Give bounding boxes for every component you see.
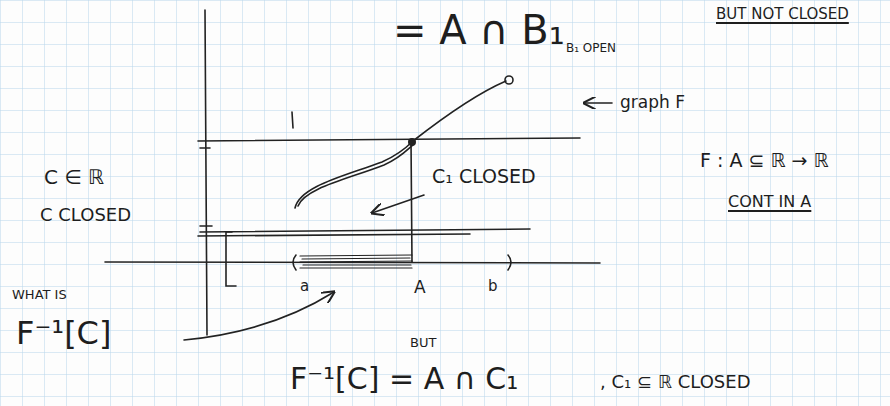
c-bracket (226, 232, 236, 286)
note-text: F : A ⊆ ℝ → ℝ (700, 150, 829, 171)
note-text: C CLOSED (40, 205, 131, 225)
graph-curve-overstroke (298, 144, 414, 206)
hatching (300, 255, 412, 268)
c-ticks (200, 148, 212, 226)
note-text: = A ∩ B₁ (393, 8, 565, 52)
interval-brackets (293, 255, 511, 270)
note-text: WHAT IS (12, 288, 67, 302)
note-text: A (414, 278, 426, 297)
note-text: F⁻¹[C] (16, 316, 111, 351)
y-axis (205, 10, 207, 335)
note-text: F⁻¹[C] = A ∩ C₁ (290, 362, 518, 395)
c-lower-line-2 (198, 234, 470, 236)
note-text: BUT (410, 336, 436, 350)
note-text: graph F (620, 93, 685, 112)
note-text: C ∈ ℝ (44, 166, 104, 188)
graph-pointer (584, 102, 612, 104)
intersection-dot (408, 138, 416, 146)
note-text: a (300, 278, 309, 295)
c-lower-line (200, 229, 530, 232)
graph-curve (295, 81, 506, 208)
c1-pointer (372, 195, 424, 213)
tick (292, 112, 293, 128)
preimage-pointer (184, 292, 334, 340)
note-text: , C₁ ⊆ ℝ CLOSED (600, 372, 751, 392)
note-text: b (488, 278, 498, 295)
c-upper-line (198, 138, 580, 141)
a-vertical (411, 140, 412, 262)
note-text: C₁ CLOSED (432, 166, 536, 187)
note-text: B₁ OPEN (566, 42, 616, 55)
x-axis (105, 262, 600, 263)
open-endpoint (505, 76, 513, 84)
note-text: BUT NOT CLOSED (716, 6, 849, 23)
note-text: CONT IN A (728, 193, 811, 211)
